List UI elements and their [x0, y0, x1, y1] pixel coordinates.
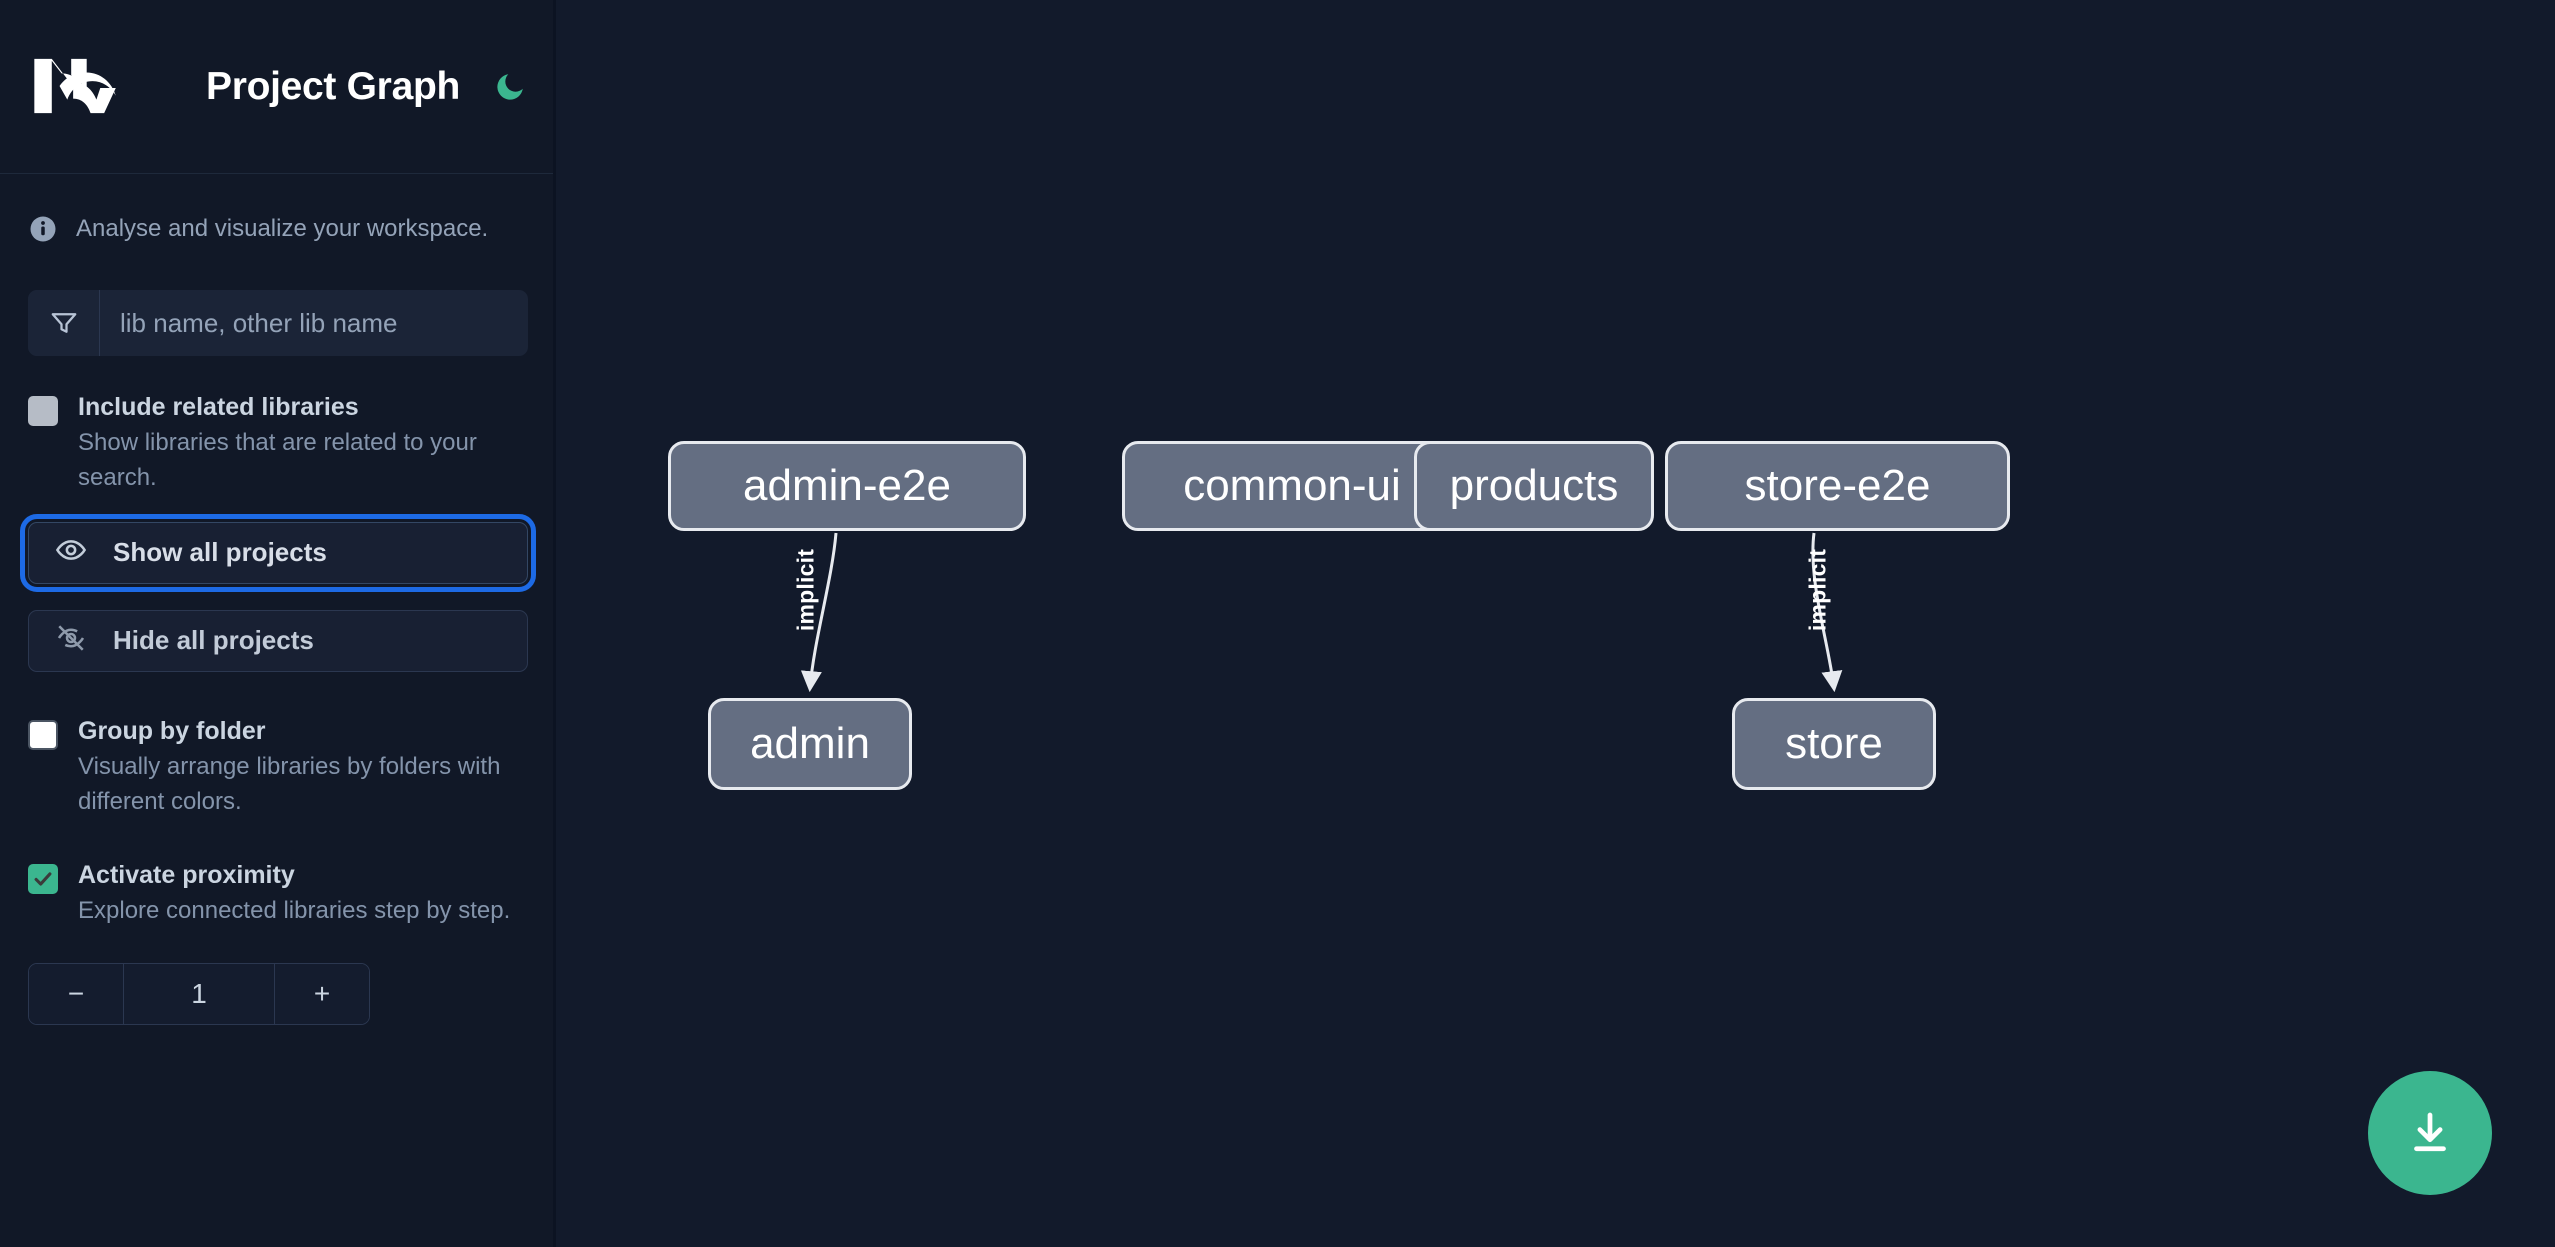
checkbox-activate-proximity[interactable]	[28, 863, 58, 894]
option-body: Include related libraries Show libraries…	[78, 392, 528, 496]
workspace-info: Analyse and visualize your workspace.	[0, 174, 556, 266]
eye-off-icon	[55, 622, 87, 659]
hide-all-projects-label: Hide all projects	[113, 625, 314, 656]
filter-box	[28, 290, 528, 356]
edge-label-admin-implicit: implicit	[792, 548, 819, 632]
edge-store-e2e-to-store	[1811, 532, 1843, 693]
hide-all-projects-button[interactable]: Hide all projects	[28, 609, 528, 672]
proximity-decrement-button[interactable]: −	[29, 963, 124, 1024]
edge-label-store-implicit: implicit	[1804, 548, 1831, 632]
search-input[interactable]	[100, 290, 528, 356]
graph-edges	[800, 532, 1843, 693]
download-icon	[2414, 1112, 2446, 1152]
option-group-by-folder: Group by folder Visually arrange librari…	[28, 716, 528, 820]
option-description: Explore connected libraries step by step…	[78, 896, 511, 924]
option-body: Group by folder Visually arrange librari…	[78, 716, 528, 820]
graph-node-products[interactable]: products	[1414, 441, 1654, 531]
option-description: Visually arrange libraries by folders wi…	[78, 753, 501, 815]
show-all-projects-button[interactable]: Show all projects	[20, 513, 536, 592]
option-title: Activate proximity	[78, 860, 295, 889]
sidebar-divider	[553, 0, 556, 1247]
info-circle-icon	[28, 214, 58, 244]
option-body: Activate proximity Explore connected lib…	[78, 860, 510, 929]
download-image-button[interactable]	[2368, 1071, 2492, 1195]
option-title: Group by folder	[78, 716, 266, 745]
page-title: Project Graph	[206, 64, 460, 108]
checkbox-group-by-folder[interactable]	[28, 719, 58, 750]
graph-node-admin[interactable]: admin	[708, 698, 912, 790]
graph-canvas[interactable]: implicit implicit admin-e2e common-ui pr…	[556, 0, 2555, 1247]
moon-icon[interactable]	[490, 67, 530, 107]
option-title: Include related libraries	[78, 393, 359, 421]
graph-node-store-e2e[interactable]: store-e2e	[1665, 441, 2010, 531]
option-description: Show libraries that are related to your …	[78, 429, 477, 492]
funnel-filter-icon	[28, 290, 100, 356]
edge-admin-e2e-to-admin	[800, 532, 838, 693]
nx-logo-icon	[28, 55, 126, 119]
graph-node-admin-e2e[interactable]: admin-e2e	[668, 441, 1026, 531]
eye-icon	[55, 534, 87, 571]
graph-node-store[interactable]: store	[1732, 698, 1936, 790]
option-activate-proximity: Activate proximity Explore connected lib…	[28, 860, 528, 929]
proximity-value: 1	[124, 963, 274, 1024]
proximity-increment-button[interactable]: +	[274, 963, 369, 1024]
option-include-related-libraries: Include related libraries Show libraries…	[28, 392, 528, 496]
sidebar-header: Project Graph	[0, 0, 556, 174]
checkbox-include-related-libraries[interactable]	[28, 396, 58, 426]
sidebar: Project Graph Analyse and visualize your…	[0, 0, 556, 1247]
sidebar-body: Include related libraries Show libraries…	[0, 290, 556, 1025]
workspace-info-text: Analyse and visualize your workspace.	[76, 215, 489, 242]
proximity-stepper: − 1 +	[28, 962, 370, 1025]
show-all-projects-label: Show all projects	[113, 537, 327, 568]
graph-node-common-ui[interactable]: common-ui	[1122, 441, 1462, 531]
